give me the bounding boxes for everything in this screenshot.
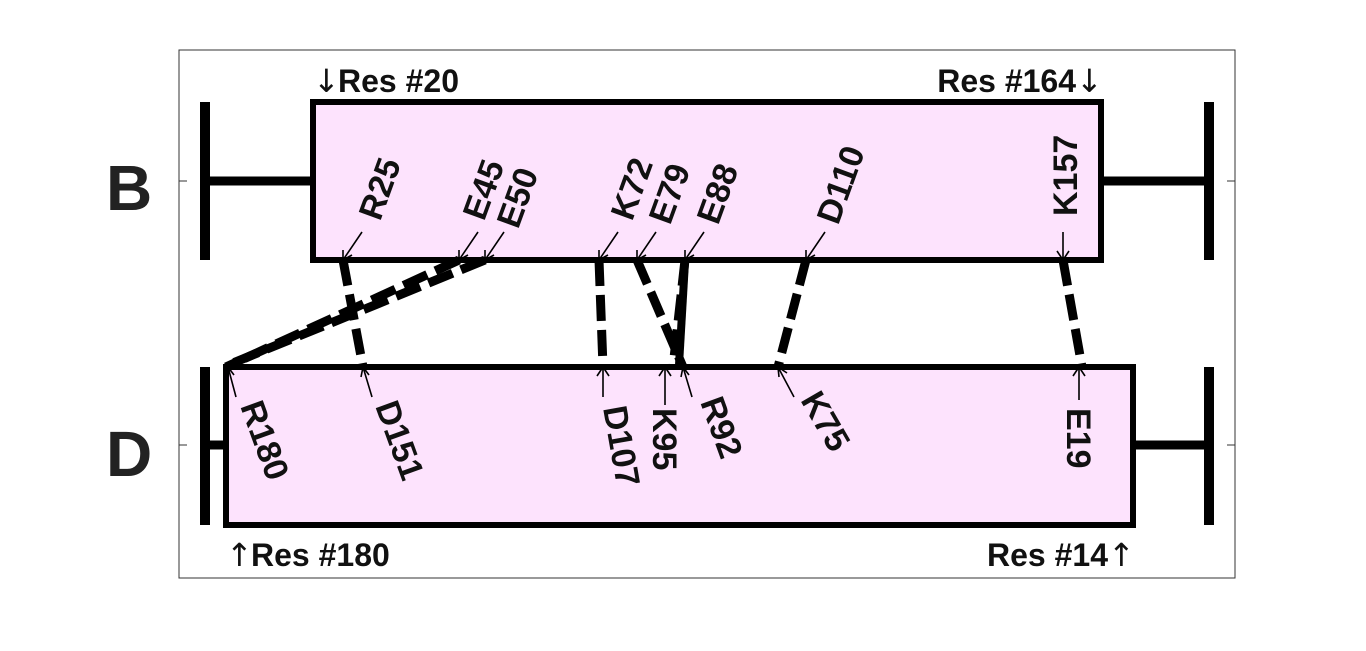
site-pointer-R25 <box>342 231 363 261</box>
top-site-markers <box>342 231 1070 261</box>
crosslink-E79-R92 <box>632 258 688 369</box>
bottom-site-markers <box>225 366 1086 405</box>
crosslink-D110-K75 <box>773 258 811 369</box>
chain-label-bottom: D <box>106 418 152 490</box>
site-pointer-E50 <box>484 231 505 261</box>
site-pointer-R92 <box>680 366 693 398</box>
site-pointer-D151 <box>360 366 373 398</box>
site-pointer-D107 <box>596 366 610 397</box>
chain-label-top: B <box>106 152 152 224</box>
site-pointer-R180 <box>225 366 237 398</box>
res-label-top-end: Res #164 <box>937 63 1076 99</box>
res-label-bottom-end: Res #14 <box>987 537 1108 573</box>
crosslink-E88-K95-thick <box>675 261 689 366</box>
res-label-top-start: Res #20 <box>338 63 459 99</box>
crosslink-E50-R180 <box>226 255 487 370</box>
site-label-K157: K157 <box>1047 135 1085 216</box>
site-pointer-K157 <box>1056 232 1070 261</box>
site-pointer-E79 <box>636 231 657 261</box>
site-label-E19: E19 <box>1059 408 1097 469</box>
res-label-bottom-start: Res #180 <box>251 537 390 573</box>
site-pointer-E19 <box>1072 366 1086 400</box>
site-pointer-K72 <box>598 231 619 261</box>
res-arrow-top-start: ↓ <box>313 62 340 100</box>
site-pointer-D110 <box>805 231 826 261</box>
res-arrow-top-end: ↓ <box>1076 62 1103 100</box>
site-pointer-K75 <box>777 366 795 398</box>
chain-top-box <box>310 99 1104 263</box>
crosslinks <box>224 255 1087 372</box>
crosslink-K157-E19 <box>1058 259 1087 368</box>
site-pointer-E45 <box>458 231 479 261</box>
res-arrow-bottom-end: ↑ <box>1108 536 1135 574</box>
site-label-K95: K95 <box>645 408 683 470</box>
site-pointer-E88 <box>684 231 705 261</box>
plot-frame <box>178 49 1236 579</box>
crosslink-K72-D107 <box>594 259 608 368</box>
res-arrow-bottom-start: ↑ <box>226 536 253 574</box>
site-pointer-K95 <box>658 366 672 405</box>
